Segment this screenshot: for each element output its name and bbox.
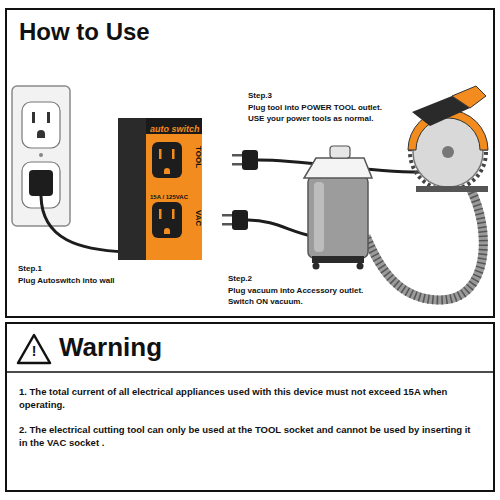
wall-plug: [29, 170, 53, 196]
step-heading: Step.2: [228, 274, 308, 285]
step-text: Plug tool into POWER TOOL outlet. USE yo…: [248, 103, 393, 125]
warning-note: 1. The total current of all electrical a…: [19, 386, 481, 412]
rating-label: 15A / 125VAC: [150, 193, 188, 201]
usage-panel: How to Use auto switchTOOL 15A / 125VAC VAC: [5, 8, 495, 318]
vac-cord: [248, 220, 312, 236]
separator-line: [7, 371, 493, 373]
hose-ribs: [366, 188, 483, 300]
warning-mark: !: [27, 344, 41, 358]
device-side: [118, 118, 148, 260]
step-heading: Step.1: [18, 264, 98, 275]
vacuum-lid: [304, 158, 372, 178]
step-text: Plug vacuum into Accessory outlet. Switc…: [228, 286, 378, 308]
vacuum-canister: [308, 176, 368, 258]
power-cord: [41, 196, 126, 252]
warning-triangle: [18, 335, 50, 363]
autoswitch-device: auto switchTOOL 15A / 125VAC VAC: [120, 120, 204, 262]
tool-plug: [242, 150, 258, 170]
vacuum-hose: [366, 188, 483, 300]
outlet-label: TOOL: [192, 146, 203, 168]
step-heading: Step.3: [248, 91, 328, 102]
step-text: Plug Autoswitch into wall: [18, 276, 158, 287]
warning-note: 2. The electrical cutting tool can only …: [19, 424, 481, 450]
vac-plug: [232, 210, 248, 230]
outlet-label: VAC: [192, 210, 203, 226]
tool-outlet: [152, 142, 182, 178]
device-face: [146, 134, 202, 260]
wall-receptacle: [22, 102, 60, 148]
panel-heading: Warning: [59, 330, 162, 365]
brand-label: auto switch: [150, 123, 200, 135]
panel-heading: How to Use: [19, 16, 150, 48]
saw-base: [416, 186, 488, 192]
vac-outlet: [152, 202, 182, 238]
warning-panel: Warning 1. The total current of all elect…: [5, 322, 495, 492]
